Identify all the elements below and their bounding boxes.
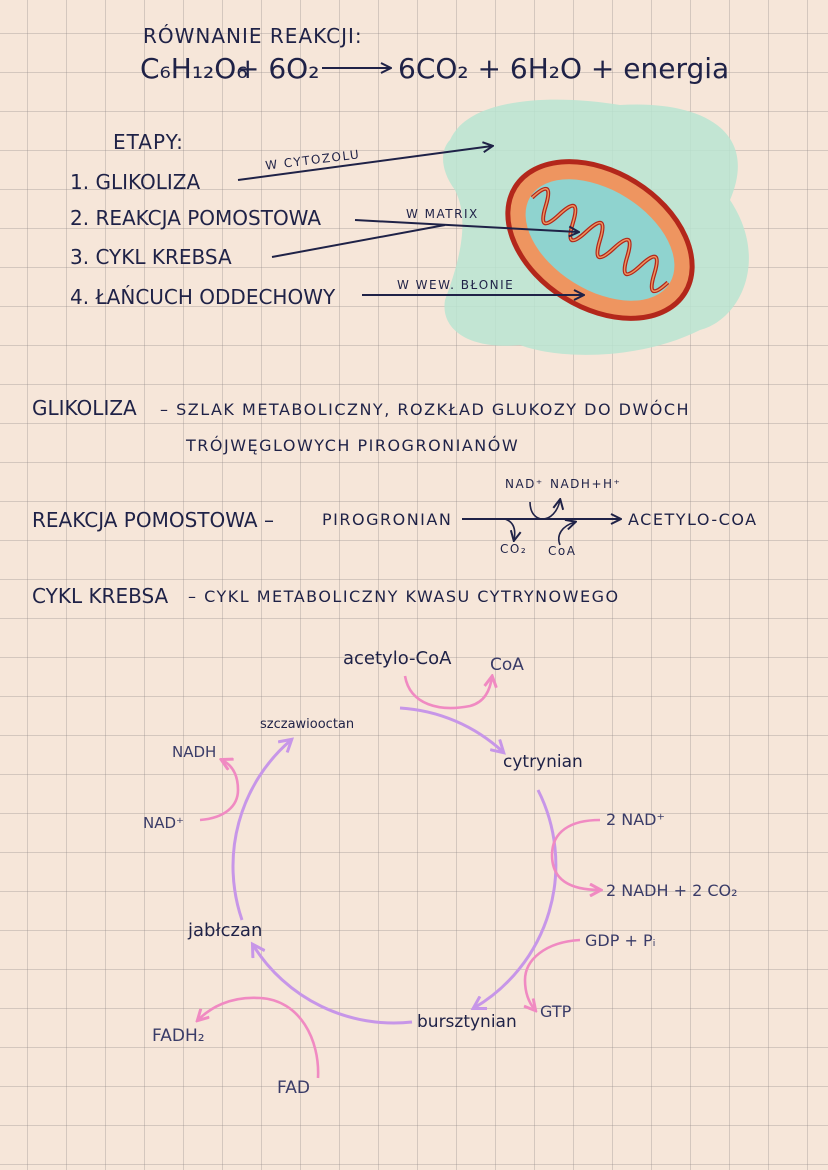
cycle-nad-in: 2 NAD⁺ [606,810,665,829]
bridge-coa-arrow [558,522,575,546]
location-membrane: W WEW. BŁONIE [397,278,515,292]
cycle-nadh: NADH [172,743,217,761]
bridge-nadh: NADH+H⁺ [550,477,622,491]
bridge-coa: CoA [548,544,577,558]
stage-3: 3. CYKL KREBSA [70,245,232,269]
krebs-arrow [271,224,446,258]
reaction-lhs-glucose: C₆H₁₂O₆ [140,52,248,85]
bridge-nad: NAD⁺ [505,477,544,491]
cycle-fad: FAD [277,1078,310,1098]
cytosol-arrow [237,146,492,181]
bridge-product: ACETYLO-COA [628,510,758,529]
reaction-heading: RÓWNANIE REAKCJI: [143,24,363,48]
cycle-fadh2: FADH₂ [152,1026,205,1046]
cycle-citrate: cytrynian [503,752,583,772]
bridge-co2-arrow [504,518,515,540]
krebs-cycle-diagram [198,676,600,1079]
stages-heading: ETAPY: [113,130,184,154]
cycle-nadh-out: 2 NADH + 2 CO₂ [606,881,738,900]
cycle-coa: CoA [490,655,524,675]
cycle-nad: NAD⁺ [143,814,184,832]
glycolysis-def-2: TRÓJWĘGLOWYCH PIROGRONIANÓW [186,436,520,455]
krebs-def: – CYKL METABOLICZNY KWASU CYTRYNOWEGO [188,587,620,606]
krebs-term: CYKL KREBSA [32,584,169,608]
cycle-succinate: bursztynian [417,1012,517,1032]
bridge-arrow [354,219,578,232]
bridge-term: REAKCJA POMOSTOWA – [32,508,274,532]
reaction-lhs-oxygen: + 6O₂ [236,52,320,85]
mitochondrion-icon [505,159,695,321]
stage-2: 2. REAKCJA POMOSTOWA [70,206,322,230]
bridge-substrate: PIROGRONIAN [322,510,453,529]
stage-4: 4. ŁAŃCUCH ODDECHOWY [70,285,336,309]
location-matrix: W MATRIX [406,207,479,221]
stage-1: 1. GLIKOLIZA [70,170,201,194]
glycolysis-term: GLIKOLIZA [32,396,137,420]
cycle-oxaloacetate: szczawiooctan [260,717,355,732]
cycle-gdp: GDP + Pᵢ [585,931,656,950]
bridge-nad-arrow [529,500,560,520]
cycle-acetyl-coa: acetylo-CoA [343,648,452,669]
cycle-gtp: GTP [540,1002,572,1021]
glycolysis-def-1: – SZLAK METABOLICZNY, ROZKŁAD GLUKOZY DO… [160,400,691,419]
cycle-malate: jabłczan [188,920,263,941]
reaction-rhs: 6CO₂ + 6H₂O + energia [398,52,730,85]
bridge-co2: CO₂ [500,542,528,556]
